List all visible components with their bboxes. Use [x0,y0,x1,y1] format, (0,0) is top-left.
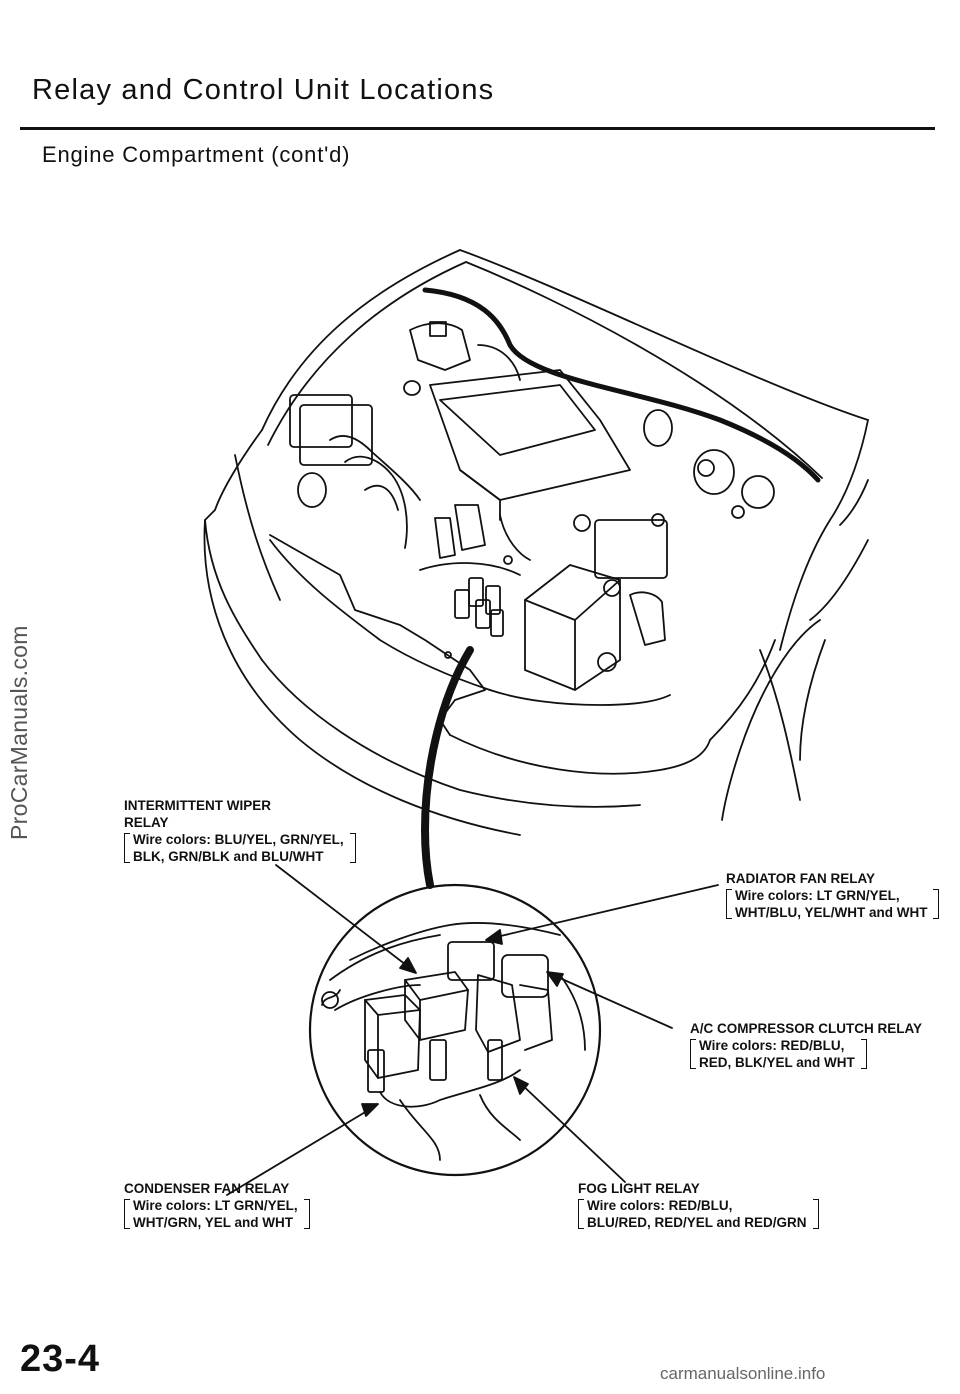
wire-colors-line: Wire colors: BLU/YEL, GRN/YEL, [133,832,344,847]
callout-name: FOG LIGHT RELAY [578,1181,700,1196]
wire-colors-line: RED, BLK/YEL and WHT [699,1055,855,1070]
wire-colors: Wire colors: BLU/YEL, GRN/YEL, BLK, GRN/… [124,831,356,865]
callout-name: CONDENSER FAN RELAY [124,1181,290,1196]
callout-fog-light-relay: FOG LIGHT RELAY Wire colors: RED/BLU, BL… [578,1180,819,1231]
wire-colors-line: Wire colors: LT GRN/YEL, [133,1198,298,1213]
wire-colors: Wire colors: RED/BLU, BLU/RED, RED/YEL a… [578,1197,819,1231]
section-subtitle: Engine Compartment (cont'd) [42,142,351,167]
footer-site-name: carmanualsonline.info [660,1364,826,1383]
pointer-line [421,646,474,889]
page-number: 23-4 [20,1338,101,1380]
page-title: Relay and Control Unit Locations [32,74,495,106]
engine-components [289,321,775,691]
callout-ac-compressor-clutch-relay: A/C COMPRESSOR CLUTCH RELAY Wire colors:… [690,1020,922,1071]
callout-condenser-fan-relay: CONDENSER FAN RELAY Wire colors: LT GRN/… [124,1180,310,1231]
relay-cluster-small [454,577,504,637]
magnified-detail-circle [308,883,602,1177]
wire-colors-line: WHT/BLU, YEL/WHT and WHT [735,905,928,920]
callout-intermittent-wiper-relay: INTERMITTENT WIPER RELAY Wire colors: BL… [124,797,356,865]
wire-colors-line: Wire colors: LT GRN/YEL, [735,888,900,903]
callout-name: INTERMITTENT WIPER [124,798,271,813]
wire-colors-line: BLU/RED, RED/YEL and RED/GRN [587,1215,807,1230]
hood-outline [261,249,869,483]
callout-radiator-fan-relay: RADIATOR FAN RELAY Wire colors: LT GRN/Y… [726,870,940,921]
wire-colors-line: WHT/GRN, YEL and WHT [133,1215,293,1230]
wire-colors: Wire colors: RED/BLU, RED, BLK/YEL and W… [690,1037,867,1071]
callout-name: RELAY [124,815,169,830]
leader-lines [226,864,719,1196]
car-body-outline [203,419,869,836]
wire-colors-line: Wire colors: RED/BLU, [587,1198,733,1213]
wire-colors: Wire colors: LT GRN/YEL, WHT/GRN, YEL an… [124,1197,310,1231]
callout-name: A/C COMPRESSOR CLUTCH RELAY [690,1021,923,1036]
wire-colors-line: BLK, GRN/BLK and BLU/WHT [133,849,324,864]
wire-colors-line: Wire colors: RED/BLU, [699,1038,845,1053]
callout-name: RADIATOR FAN RELAY [726,871,876,886]
title-rule [20,127,935,130]
wire-colors: Wire colors: LT GRN/YEL, WHT/BLU, YEL/WH… [726,887,940,921]
